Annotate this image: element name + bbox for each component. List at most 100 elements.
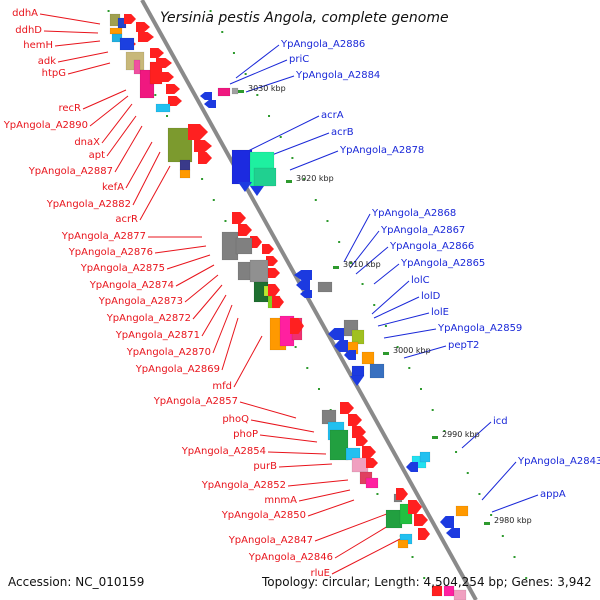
gene-feature xyxy=(133,59,141,75)
gene-label-left[interactable]: hemH xyxy=(23,40,53,51)
gene-label-right[interactable]: priC xyxy=(289,54,310,65)
gene-label-right[interactable]: YpAngola_A2867 xyxy=(381,225,466,236)
gene-label-right[interactable]: icd xyxy=(493,416,508,427)
gene-label-left[interactable]: mfd xyxy=(212,381,232,392)
gene-label-left[interactable]: htpG xyxy=(41,68,66,79)
gene-label-left[interactable]: YpAngola_A2882 xyxy=(46,199,131,210)
gene-feature xyxy=(155,103,171,113)
leader-line-right xyxy=(377,312,430,327)
gene-feature xyxy=(369,363,385,379)
leader-line-right xyxy=(371,280,410,315)
scale-tick xyxy=(490,514,493,516)
gene-label-left[interactable]: YpAngola_A2873 xyxy=(98,296,183,307)
gene-label-left[interactable]: adk xyxy=(37,56,56,67)
gene-label-right[interactable]: YpAngola_A2878 xyxy=(340,145,425,156)
gene-label-left[interactable]: kefA xyxy=(102,182,124,193)
leader-line-right xyxy=(355,246,389,275)
leader-line-right xyxy=(383,328,437,339)
scale-tick xyxy=(291,157,294,159)
gene-label-left[interactable]: YpAngola_A2871 xyxy=(115,330,200,341)
gene-label-left[interactable]: YpAngola_A2874 xyxy=(89,280,174,291)
gene-label-left[interactable]: recR xyxy=(58,103,82,114)
gene-arrow xyxy=(266,256,278,266)
gene-label-right[interactable]: lolC xyxy=(411,275,430,286)
gene-label-left[interactable]: acrR xyxy=(115,214,138,225)
gene-label-left[interactable]: YpAngola_A2877 xyxy=(61,231,146,242)
gene-label-right[interactable]: YpAngola_A2859 xyxy=(438,323,523,334)
gene-feature xyxy=(365,477,379,489)
gene-label-right[interactable]: YpAngola_A2866 xyxy=(390,241,475,252)
scale-major-tick xyxy=(238,90,244,93)
scale-ticks xyxy=(107,10,528,579)
gene-label-right[interactable]: YpAngola_A2843 xyxy=(518,456,600,467)
gene-label-left[interactable]: dnaX xyxy=(74,137,100,148)
gene-label-right[interactable]: acrA xyxy=(321,110,344,121)
gene-label-left[interactable]: mnmA xyxy=(264,495,297,506)
scale-tick xyxy=(244,73,247,75)
gene-label-right[interactable]: YpAngola_A2868 xyxy=(372,208,457,219)
leader-line-left xyxy=(287,479,349,487)
leader-line-left xyxy=(154,245,207,254)
gene-label-left[interactable]: YpAngola_A2875 xyxy=(80,263,165,274)
leader-lines xyxy=(39,13,539,575)
gene-arrow xyxy=(294,270,312,280)
gene-arrow xyxy=(396,488,408,500)
gene-arrow xyxy=(408,500,422,514)
scale-major-tick xyxy=(484,522,490,525)
gene-label-left[interactable]: YpAngola_A2854 xyxy=(181,446,266,457)
leader-line-right xyxy=(245,115,320,153)
gene-label-left[interactable]: ddhA xyxy=(12,8,38,19)
leader-line-left xyxy=(212,304,233,354)
scale-tick xyxy=(154,94,157,96)
leader-line-left xyxy=(175,264,215,287)
gene-feature xyxy=(253,167,277,187)
gene-label-right[interactable]: YpAngola_A2886 xyxy=(281,39,366,50)
gene-feature xyxy=(317,281,333,293)
leader-line-right xyxy=(349,230,380,269)
gene-label-right[interactable]: acrB xyxy=(331,127,354,138)
gene-label-left[interactable]: apt xyxy=(88,150,105,161)
gene-label-left[interactable]: YpAngola_A2887 xyxy=(28,166,113,177)
genome-backbone xyxy=(140,0,478,600)
gene-arrow xyxy=(268,284,280,296)
leader-line-left xyxy=(54,40,101,47)
gene-label-right[interactable]: lolE xyxy=(431,307,449,318)
gene-label-left[interactable]: YpAngola_A2852 xyxy=(201,480,286,491)
scale-tick xyxy=(306,367,309,369)
gene-label-left[interactable]: ddhD xyxy=(15,25,42,36)
accession-text: Accession: NC_010159 xyxy=(8,575,145,589)
gene-label-right[interactable]: lolD xyxy=(421,291,441,302)
gene-label-left[interactable]: YpAngola_A2847 xyxy=(228,535,313,546)
scale-tick xyxy=(396,346,399,348)
gene-label-left[interactable]: YpAngola_A2870 xyxy=(126,347,211,358)
scale-tick xyxy=(294,346,297,348)
leader-line-left xyxy=(184,274,219,303)
gene-arrow xyxy=(150,48,164,58)
gene-label-left[interactable]: rluE xyxy=(310,568,330,579)
gene-arrow xyxy=(156,58,172,68)
gene-arrow xyxy=(356,436,368,446)
scale-tick xyxy=(376,493,379,495)
leader-line-left xyxy=(239,401,297,419)
gene-feature xyxy=(453,589,467,600)
gene-label-right[interactable]: YpAngola_A2865 xyxy=(401,258,486,269)
gene-arrow xyxy=(340,402,354,414)
gene-label-right[interactable]: YpAngola_A2884 xyxy=(296,70,381,81)
leader-line-right xyxy=(289,150,339,171)
gene-feature xyxy=(179,159,191,171)
gene-label-left[interactable]: YpAngola_A2876 xyxy=(68,247,153,258)
gene-label-right[interactable]: pepT2 xyxy=(448,340,480,351)
gene-label-left[interactable]: YpAngola_A2857 xyxy=(153,396,238,407)
gene-label-left[interactable]: YpAngola_A2850 xyxy=(221,510,306,521)
gene-label-left[interactable]: YpAngola_A2890 xyxy=(3,120,88,131)
gene-feature xyxy=(329,429,349,461)
gene-label-left[interactable]: YpAngola_A2872 xyxy=(106,313,191,324)
gene-label-left[interactable]: YpAngola_A2869 xyxy=(135,364,220,375)
gene-label-left[interactable]: purB xyxy=(253,461,277,472)
scale-tick xyxy=(317,388,320,390)
gene-label-right[interactable]: appA xyxy=(540,489,566,500)
gene-label-left[interactable]: phoP xyxy=(233,429,258,440)
gene-label-left[interactable]: phoQ xyxy=(222,414,249,425)
gene-label-left[interactable]: YpAngola_A2846 xyxy=(248,552,333,563)
leader-line-left xyxy=(298,489,351,502)
